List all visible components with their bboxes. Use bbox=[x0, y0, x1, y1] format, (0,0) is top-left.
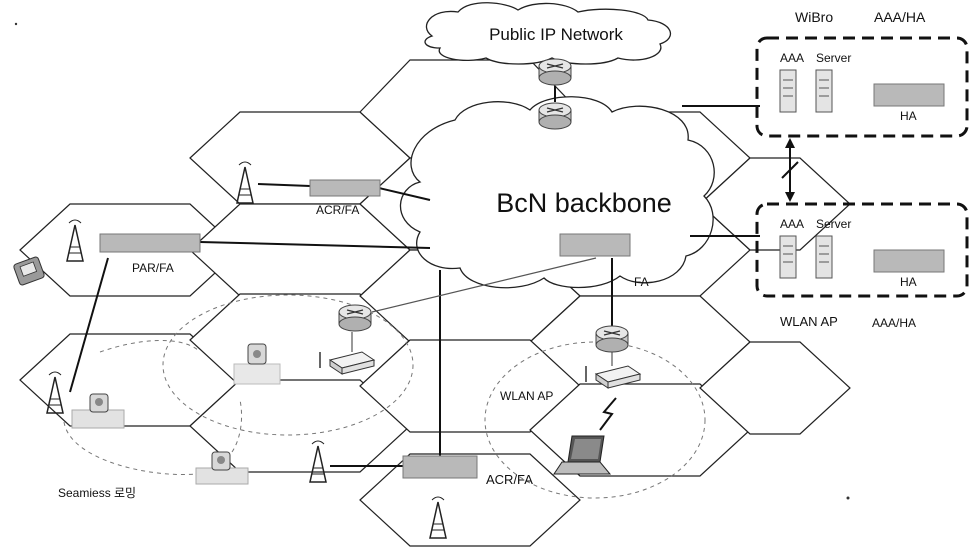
acr-fa-device-bottom bbox=[402, 455, 478, 479]
aaa-interconnect bbox=[781, 138, 799, 202]
roaming-trajectory bbox=[99, 339, 199, 353]
wlan-ap-label: WLAN AP bbox=[500, 389, 553, 403]
wibro-ha-device bbox=[873, 83, 945, 107]
wibro-aaa-ha-group: WiBro AAA/HA AAA Server HA bbox=[755, 9, 969, 138]
base-station-icon bbox=[46, 371, 64, 414]
wibro-title: WiBro bbox=[795, 9, 833, 25]
wlan-aaa-ha-box bbox=[755, 202, 969, 298]
wibro-server-label: Server bbox=[816, 51, 851, 65]
link-par-fa bbox=[199, 241, 431, 249]
server-icon bbox=[779, 69, 797, 113]
wibro-aaa-ha-box bbox=[755, 36, 969, 138]
dot-mark bbox=[846, 496, 850, 500]
fa-device bbox=[559, 233, 631, 257]
router-icon bbox=[595, 325, 629, 353]
base-station-icon bbox=[66, 219, 84, 262]
wibro-aaa-label: AAA bbox=[780, 51, 804, 65]
server-icon bbox=[815, 235, 833, 279]
router-icon bbox=[338, 304, 372, 332]
roaming-terminal-icon bbox=[195, 451, 249, 485]
roaming-terminal-icon bbox=[71, 393, 125, 429]
router-icon bbox=[538, 102, 572, 130]
wlan-coverage-area bbox=[484, 341, 706, 499]
base-station-icon bbox=[429, 496, 447, 539]
seamless-roaming-label: Seamiess 로밍 bbox=[58, 486, 136, 500]
wibro-aaa-ha-title: AAA/HA bbox=[874, 9, 926, 25]
wlan-aaa-ha-caption: AAA/HA bbox=[872, 316, 916, 330]
public-ip-network-label: Public IP Network bbox=[489, 25, 623, 44]
wlan-aaa-label: AAA bbox=[780, 217, 804, 231]
roaming-trajectory bbox=[63, 421, 197, 476]
hex-cell bbox=[699, 341, 851, 435]
link-acr-fa-top bbox=[378, 187, 431, 201]
wlan-ha-label: HA bbox=[900, 275, 917, 289]
wlan-aaa-ha-group: AAA Server HA WLAN AP AAA/HA bbox=[755, 202, 969, 330]
bcn-backbone-label: BcN backbone bbox=[496, 188, 672, 218]
link-fa-to-router bbox=[371, 257, 597, 313]
par-fa-label: PAR/FA bbox=[132, 261, 174, 275]
wireless-link-icon bbox=[599, 397, 617, 431]
bcn-backbone-cloud: BcN backbone bbox=[399, 96, 715, 289]
wlan-ap-caption: WLAN AP bbox=[780, 314, 838, 329]
laptop-icon bbox=[553, 435, 612, 475]
base-station-icon bbox=[309, 440, 327, 483]
link-par-fa-to-left-bs bbox=[69, 257, 109, 393]
fa-label: FA bbox=[634, 275, 649, 289]
par-fa-device bbox=[99, 233, 201, 253]
access-point-icon bbox=[319, 351, 376, 375]
wlan-server-label: Server bbox=[816, 217, 851, 231]
wibro-ha-label: HA bbox=[900, 109, 917, 123]
acr-fa-device-top bbox=[309, 179, 381, 197]
wibro-coverage-area bbox=[162, 294, 414, 436]
public-ip-network-cloud: Public IP Network bbox=[424, 2, 672, 65]
link-acr-fa-top-bs bbox=[257, 183, 311, 187]
acr-fa-label-top: ACR/FA bbox=[316, 203, 359, 217]
roaming-trajectory bbox=[231, 399, 243, 453]
server-icon bbox=[815, 69, 833, 113]
dot-mark bbox=[14, 22, 18, 26]
access-point-icon bbox=[585, 365, 642, 389]
acr-fa-label-bottom: ACR/FA bbox=[486, 472, 533, 487]
wlan-ha-device bbox=[873, 249, 945, 273]
base-station-icon bbox=[236, 161, 254, 204]
roaming-terminal-icon bbox=[233, 343, 281, 385]
mobile-terminal-icon bbox=[13, 256, 45, 286]
server-icon bbox=[779, 235, 797, 279]
router-icon bbox=[538, 58, 572, 86]
